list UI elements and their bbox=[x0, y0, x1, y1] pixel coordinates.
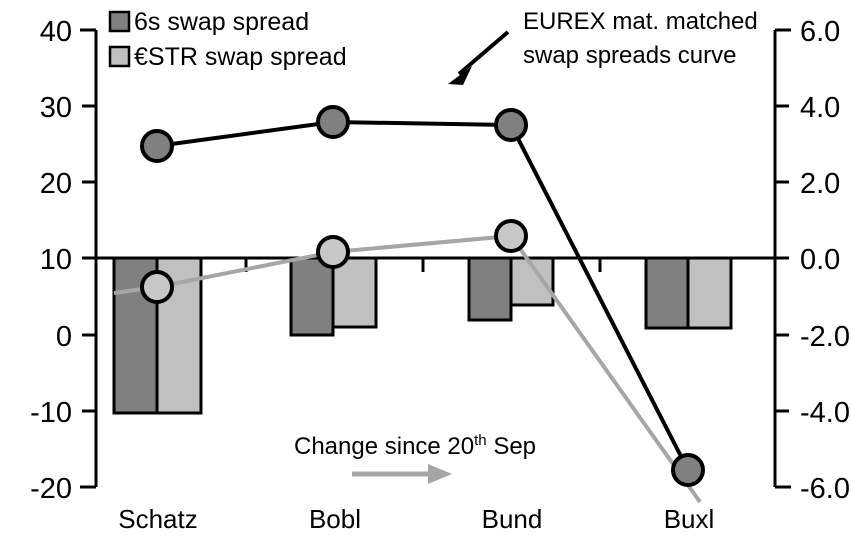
change-since-annotation: Change since 20th Sep bbox=[294, 432, 536, 484]
change-note-text: Change since 20th Sep bbox=[294, 432, 536, 460]
series-change-since-line bbox=[113, 219, 702, 504]
change-arrow-icon bbox=[352, 464, 452, 484]
cat-label-buxl: Buxl bbox=[664, 504, 715, 534]
gray-marker-schatz bbox=[140, 270, 174, 304]
cat-label-schatz: Schatz bbox=[118, 504, 198, 534]
bar-buxl-6s bbox=[644, 256, 690, 330]
bar-bund-estr bbox=[509, 256, 555, 307]
series-eurex-curve bbox=[140, 105, 705, 487]
bar-bobl-6s bbox=[289, 256, 335, 337]
right-axis-label-2: 2.0 bbox=[800, 168, 840, 200]
callout-arrow-shaft bbox=[457, 30, 510, 76]
left-axis-label-30: 30 bbox=[40, 92, 72, 124]
bar-bund-6s bbox=[467, 256, 513, 322]
change-note-suffix: Sep bbox=[487, 433, 536, 460]
right-axis-label-neg2: -2.0 bbox=[800, 321, 850, 353]
callout-arrow-head bbox=[448, 66, 472, 85]
right-axis-label-6: 6.0 bbox=[800, 16, 840, 48]
bars-group bbox=[112, 256, 733, 415]
right-axis-label-4: 4.0 bbox=[800, 92, 840, 124]
right-axis-label-neg4: -4.0 bbox=[800, 397, 850, 429]
right-axis-label-0: 0.0 bbox=[800, 244, 840, 276]
callout-text-line1: EUREX mat. matched bbox=[523, 8, 758, 35]
legend-swatch-6s bbox=[108, 10, 131, 33]
callout-text-line2: swap spreads curve bbox=[523, 42, 736, 69]
right-axis-label-neg6: -6.0 bbox=[800, 473, 850, 505]
callout-arrow-icon bbox=[448, 30, 510, 85]
curve-callout-annotation: EUREX mat. matched swap spreads curve bbox=[448, 8, 758, 85]
change-note-superscript: th bbox=[474, 432, 487, 449]
black-marker-bobl bbox=[316, 105, 350, 139]
black-marker-schatz bbox=[140, 129, 174, 163]
black-series-path bbox=[156, 119, 690, 471]
black-marker-bund bbox=[494, 108, 528, 142]
cat-label-bund: Bund bbox=[482, 504, 543, 534]
legend-label-6s: 6s swap spread bbox=[134, 8, 309, 36]
change-note-prefix: Change since 20 bbox=[294, 433, 474, 460]
chart-legend: 6s swap spread €STR swap spread bbox=[108, 8, 347, 71]
black-marker-buxl bbox=[671, 453, 705, 487]
left-axis-label-neg10: -10 bbox=[30, 397, 72, 429]
cat-label-bobl: Bobl bbox=[309, 504, 361, 534]
category-axis-labels: Schatz Bobl Bund Buxl bbox=[118, 504, 714, 534]
left-axis: 40 30 20 10 0 -10 -20 bbox=[30, 16, 98, 505]
gray-marker-bund bbox=[494, 219, 528, 253]
gray-marker-bobl bbox=[316, 235, 350, 269]
left-axis-label-20: 20 bbox=[40, 168, 72, 200]
right-axis: 6.0 4.0 2.0 0.0 -2.0 -4.0 -6.0 bbox=[773, 16, 850, 505]
left-axis-label-0: 0 bbox=[56, 321, 72, 353]
bar-bobl-estr bbox=[331, 256, 378, 329]
left-axis-label-neg20: -20 bbox=[30, 473, 72, 505]
left-axis-label-10: 10 bbox=[40, 244, 72, 276]
legend-swatch-estr bbox=[108, 45, 131, 68]
left-axis-label-40: 40 bbox=[40, 16, 72, 48]
change-arrow-head bbox=[428, 464, 452, 484]
legend-label-estr: €STR swap spread bbox=[134, 43, 347, 71]
bar-buxl-estr bbox=[686, 256, 733, 330]
